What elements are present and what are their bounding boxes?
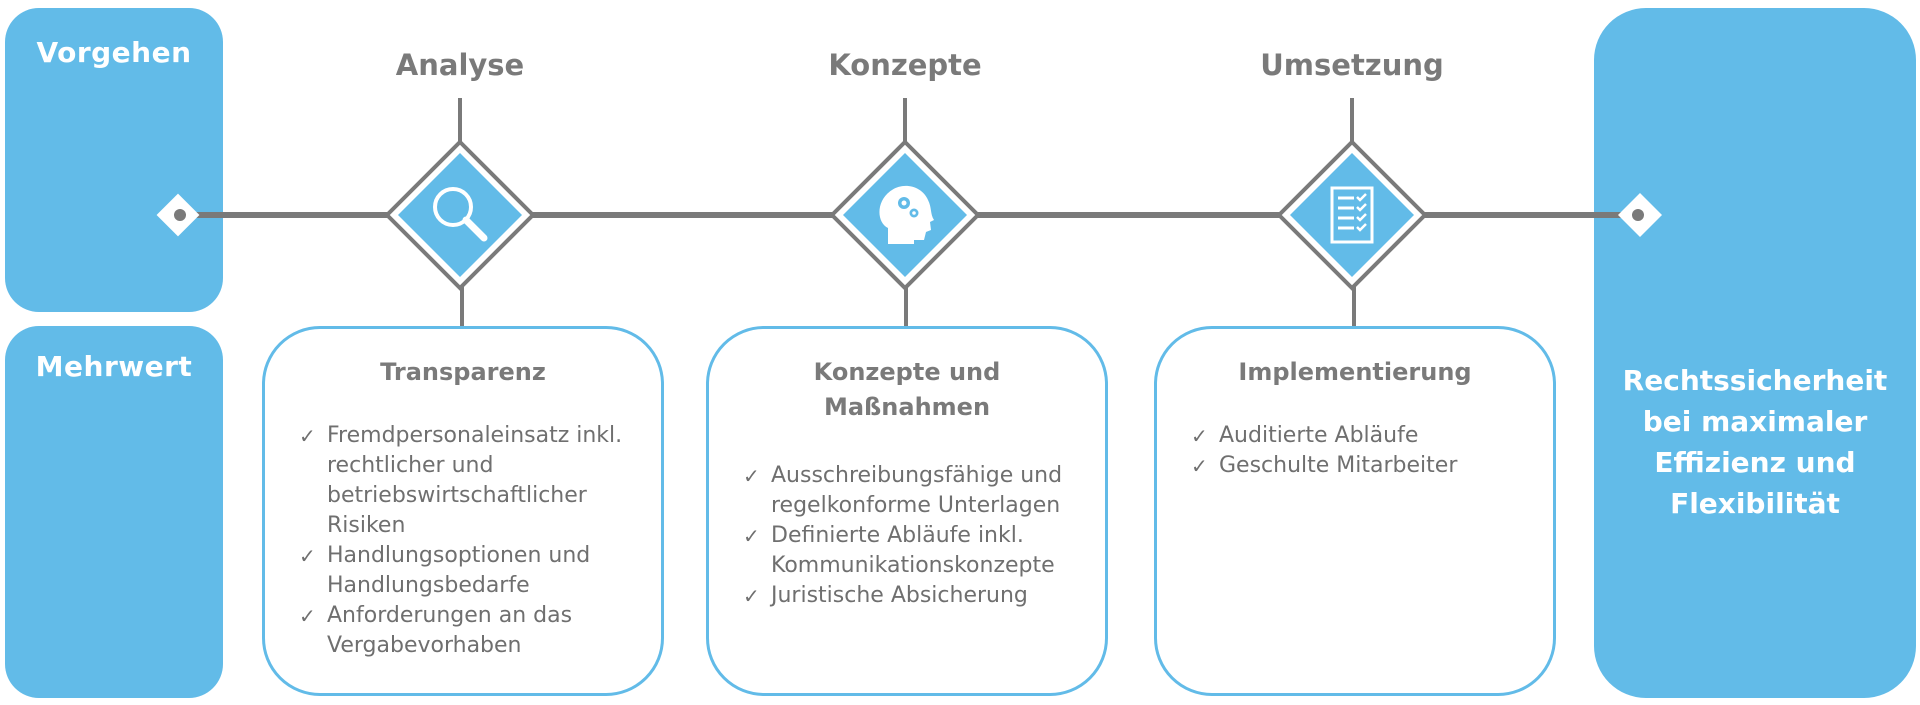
check-icon: ✓ [743, 524, 760, 548]
list-item-line: Geschulte Mitarbeiter [1219, 453, 1458, 478]
result-line: Effizienz und [1654, 446, 1856, 479]
list-item: ✓ Ausschreibungsfähige und regelkonforme… [743, 461, 1085, 521]
check-icon: ✓ [743, 464, 760, 488]
list-item-line: rechtlicher und [327, 453, 494, 478]
vorgehen-label: Vorgehen [36, 36, 192, 69]
vorgehen-panel: Vorgehen [5, 8, 223, 312]
magnifier-icon [433, 187, 488, 242]
list-item: ✓ Geschulte Mitarbeiter [1191, 451, 1533, 481]
card-title: Implementierung [1157, 355, 1553, 390]
list-item-line: Definierte Abläufe inkl. [771, 523, 1024, 548]
list-item-line: Juristische Absicherung [771, 583, 1028, 608]
phase-title-analyse: Analyse [395, 48, 525, 82]
card-title-line: Transparenz [380, 358, 546, 386]
result-line: Rechtssicherheit [1622, 364, 1888, 397]
list-item: ✓ Juristische Absicherung [743, 581, 1085, 611]
list-item: ✓ Definierte Abläufe inkl. Kommunikation… [743, 521, 1085, 581]
list-item-line: Handlungsbedarfe [327, 573, 530, 598]
list-item-line: Ausschreibungsfähige und [771, 463, 1063, 488]
card-title: Konzepte und Maßnahmen [709, 355, 1105, 425]
phase-title-konzepte: Konzepte [828, 48, 982, 82]
card-list: ✓ Fremdpersonaleinsatz inkl. rechtlicher… [299, 421, 641, 661]
list-item-line: Risiken [327, 513, 406, 538]
list-item-line: Kommunikationskonzepte [771, 553, 1055, 578]
timeline-end-marker [1618, 193, 1662, 237]
list-item: ✓ Handlungsoptionen und Handlungsbedarfe [299, 541, 641, 601]
list-item-line: Auditierte Abläufe [1219, 423, 1419, 448]
card-implementierung: Implementierung ✓ Auditierte Abläufe ✓ G… [1154, 326, 1556, 696]
list-item-line: Fremdpersonaleinsatz inkl. [327, 423, 623, 448]
check-icon: ✓ [299, 544, 316, 568]
check-icon: ✓ [1191, 454, 1208, 478]
head-gears-icon [879, 185, 934, 244]
result-line: Flexibilität [1670, 487, 1840, 520]
check-icon: ✓ [299, 424, 316, 448]
list-item: ✓ Fremdpersonaleinsatz inkl. rechtlicher… [299, 421, 641, 541]
card-list: ✓ Auditierte Abläufe ✓ Geschulte Mitarbe… [1191, 421, 1533, 481]
phase-title-umsetzung: Umsetzung [1260, 48, 1444, 82]
card-konzepte-massnahmen: Konzepte und Maßnahmen ✓ Ausschreibungsf… [706, 326, 1108, 696]
list-item: ✓ Auditierte Abläufe [1191, 421, 1533, 451]
mehrwert-panel: Mehrwert [5, 326, 223, 698]
analyse-diamond [384, 139, 536, 291]
card-transparenz: Transparenz ✓ Fremdpersonaleinsatz inkl.… [262, 326, 664, 696]
list-item-line: Anforderungen an das [327, 603, 573, 628]
list-item-line: Vergabevorhaben [327, 633, 522, 658]
result-text: Rechtssicherheit bei maximaler Effizienz… [1594, 360, 1916, 524]
card-title-line: Konzepte und [813, 358, 1001, 386]
check-icon: ✓ [1191, 424, 1208, 448]
card-list: ✓ Ausschreibungsfähige und regelkonforme… [743, 461, 1085, 611]
mehrwert-label: Mehrwert [35, 350, 193, 383]
result-line: bei maximaler [1642, 405, 1868, 438]
card-title: Transparenz [265, 355, 661, 390]
result-panel: Rechtssicherheit bei maximaler Effizienz… [1594, 8, 1916, 698]
list-item-line: betriebswirtschaftlicher [327, 483, 587, 508]
list-item-line: Handlungsoptionen und [327, 543, 591, 568]
list-item-line: regelkonforme Unterlagen [771, 493, 1061, 518]
timeline-start-marker [156, 193, 200, 237]
check-icon: ✓ [299, 604, 316, 628]
list-item: ✓ Anforderungen an das Vergabevorhaben [299, 601, 641, 661]
check-icon: ✓ [743, 584, 760, 608]
card-title-line: Implementierung [1238, 358, 1472, 386]
umsetzung-diamond [1276, 139, 1428, 291]
card-title-line: Maßnahmen [823, 393, 991, 421]
checklist-icon [1330, 186, 1374, 244]
